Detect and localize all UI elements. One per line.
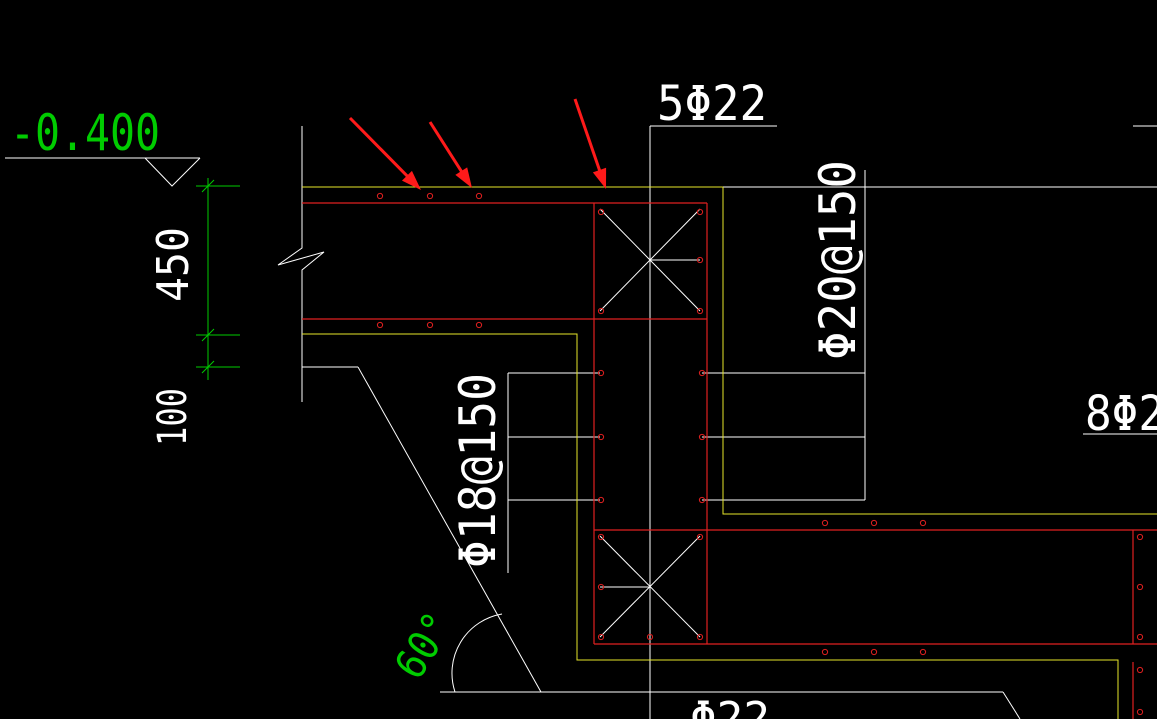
rebar-dot [696,533,704,541]
rebar-label-right: 8Φ2 [1085,386,1157,442]
rebar-dot [597,208,605,216]
rebar-dot [696,307,704,315]
dimension-group [196,178,240,380]
stirrup-label-left: Φ18@150 [449,373,507,568]
rebar-dot [1136,583,1144,591]
rebar-dot [1136,666,1144,674]
rebar-dot [597,307,605,315]
annotation-arrows [348,98,607,190]
wall-break-line [277,126,325,402]
rebar-dot [475,321,483,329]
stirrup-label-right: Φ20@150 [809,160,867,360]
rebar-dot [870,648,878,656]
rebar-dot [696,208,704,216]
rebar-dot [376,321,384,329]
rebar-dot [696,633,704,641]
rebar-dot [426,192,434,200]
rebar-dot [696,256,704,264]
dimension-450-text: 450 [148,227,199,302]
arrow-1 [348,116,421,190]
dimension-100-text: 100 [150,388,196,446]
rebar-dot [475,192,483,200]
rebar-dot [698,369,706,377]
top-rebar-label: 5Φ22 [657,76,767,132]
rebar-dot [597,533,605,541]
arrow-2 [428,121,472,188]
rebar-dot [597,369,605,377]
bottom-rebar-label: Φ22 [690,693,770,719]
rebar-dot [919,519,927,527]
rebar-dot [870,519,878,527]
rebar-dot [597,633,605,641]
rebar-dot [698,433,706,441]
corner-tie-top [599,208,701,312]
rebar-dot [1136,633,1144,641]
corner-tie-bottom [599,535,701,638]
rebar-dot [597,433,605,441]
rebar-dot [426,321,434,329]
cover-lines [302,186,1157,719]
rebar-cages [302,202,1157,719]
rebar-dot [919,648,927,656]
rebar-dot [646,633,654,641]
rebar-dots [376,192,1144,716]
rebar-dot [597,496,605,504]
rebar-dot [821,648,829,656]
rebar-dot [1136,533,1144,541]
rebar-dot [821,519,829,527]
arrow-3 [573,98,607,189]
rebar-dot [376,192,384,200]
rebar-dot [1136,708,1144,716]
rebar-dot [698,496,706,504]
elevation-marker: -0.400 [5,104,201,187]
elevation-text: -0.400 [10,104,160,162]
rebar-dot [597,583,605,591]
